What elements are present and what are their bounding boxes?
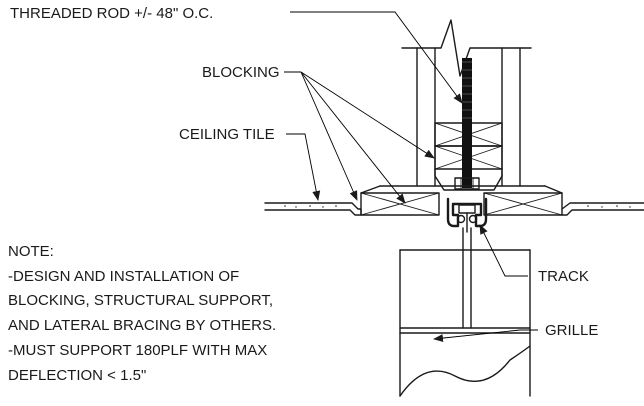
note-line: -MUST SUPPORT 180PLF WITH MAX — [8, 342, 267, 359]
label-blocking: BLOCKING — [202, 64, 280, 81]
label-threaded-rod: THREADED ROD +/- 48" O.C. — [10, 5, 213, 22]
label-grille: GRILLE — [545, 322, 598, 339]
ceiling-tile-left — [264, 202, 362, 216]
leader-ceiling-tile — [286, 133, 321, 201]
leaders-blocking — [284, 71, 435, 204]
leader-grille — [433, 329, 538, 343]
note-line: AND LATERAL BRACING BY OTHERS. — [8, 317, 276, 334]
threaded-rod — [454, 58, 480, 190]
leader-track — [479, 224, 528, 277]
leader-threaded-rod — [290, 11, 463, 104]
ceiling-tile-right — [561, 202, 644, 216]
grille — [399, 249, 531, 397]
track — [446, 197, 488, 233]
note-line: BLOCKING, STRUCTURAL SUPPORT, — [8, 292, 273, 309]
label-ceiling-tile: CEILING TILE — [179, 126, 275, 143]
note-title: NOTE: — [8, 243, 54, 260]
note-line: -DESIGN AND INSTALLATION OF — [8, 268, 239, 285]
lower-blocking — [360, 185, 563, 216]
label-track: TRACK — [538, 268, 589, 285]
note-block: NOTE: -DESIGN AND INSTALLATION OF BLOCKI… — [8, 243, 276, 384]
carrier-stem — [462, 227, 472, 251]
note-line: DEFLECTION < 1.5" — [8, 367, 146, 384]
